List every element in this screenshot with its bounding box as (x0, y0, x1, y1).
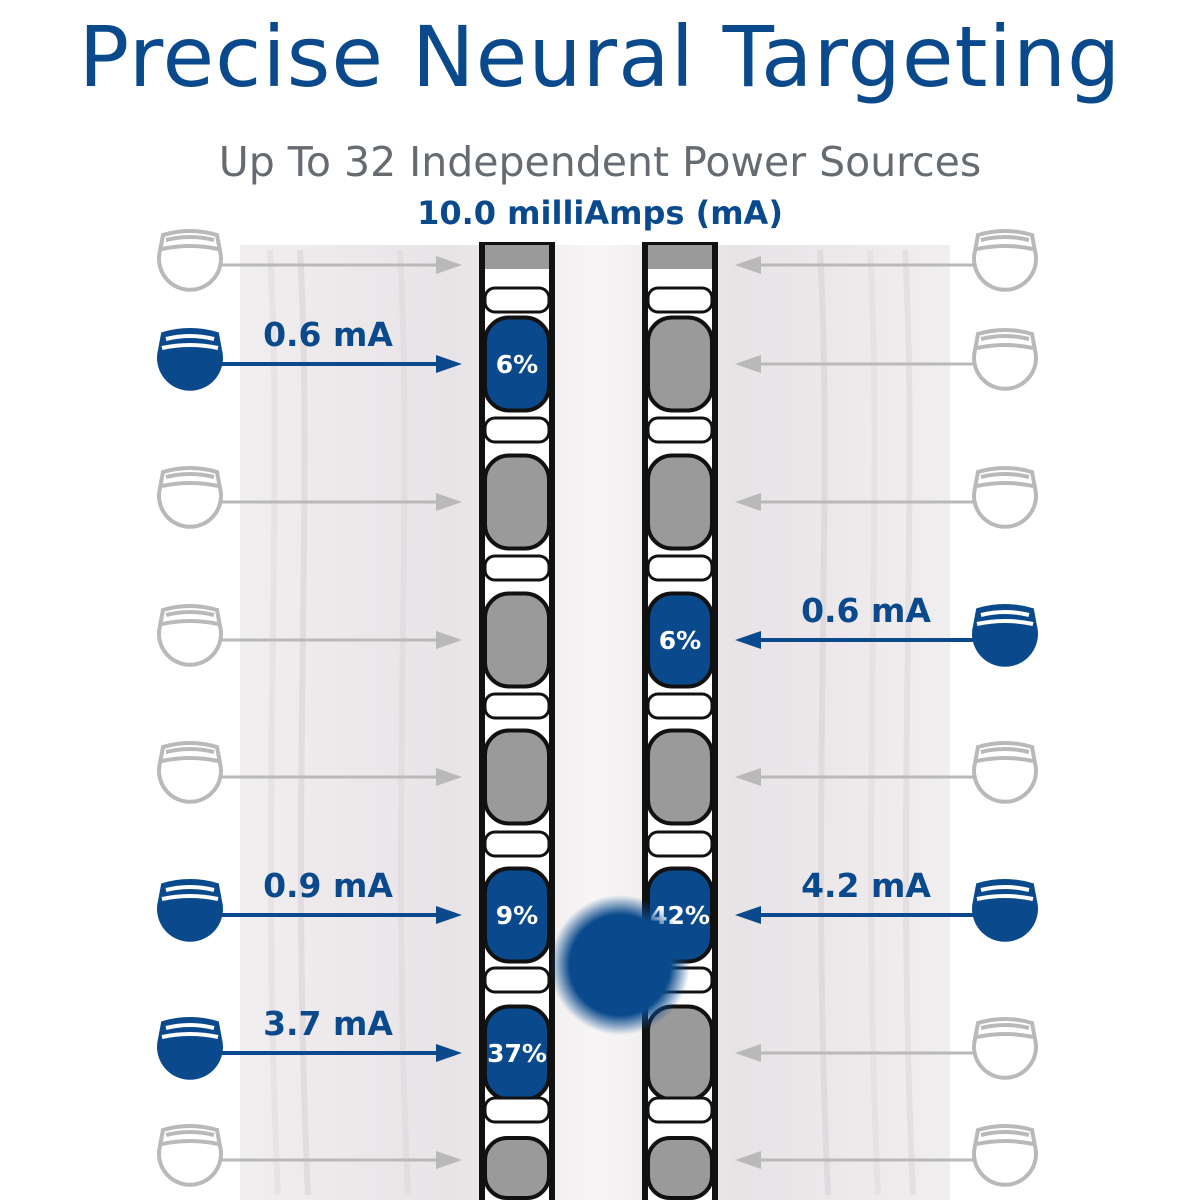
lead-spacer (646, 830, 714, 858)
total-current: 10.0 milliAmps (mA) (417, 194, 783, 232)
lead-contact (483, 1136, 551, 1200)
arrow-head (436, 493, 462, 511)
arrow-head (436, 768, 462, 786)
lead-spacer (483, 966, 551, 994)
arrow-head (735, 768, 761, 786)
lead-spacer (646, 1096, 714, 1124)
tissue-streak (867, 249, 881, 1196)
lead-contact (483, 453, 551, 551)
battery-source-icon-inactive (972, 1124, 1038, 1187)
battery-source-icon-inactive (157, 466, 223, 529)
arrow-head (735, 355, 761, 373)
lead-spacer (646, 286, 714, 314)
right-lead: 6%42% (642, 242, 718, 1200)
contact-percent: 6% (496, 350, 538, 379)
arrow-head (436, 1044, 462, 1062)
current-label: 0.6 mA (263, 315, 393, 354)
battery-source-icon-inactive (972, 741, 1038, 804)
arrow-head (436, 256, 462, 274)
battery-source-icon-inactive (972, 1017, 1038, 1080)
lead-spacer (483, 1096, 551, 1124)
current-label: 0.9 mA (263, 866, 393, 905)
page-title: Precise Neural Targeting (78, 8, 1122, 106)
contact-percent: 9% (496, 901, 538, 930)
stimulation-target-icon (550, 895, 690, 1035)
battery-source-icon-inactive (157, 229, 223, 292)
tissue-streak (902, 249, 916, 1196)
contact-percent: 6% (659, 626, 701, 655)
arrow-head (735, 1044, 761, 1062)
battery-source-icon-active (157, 1017, 223, 1080)
subtitle: Up To 32 Independent Power Sources (218, 138, 982, 186)
arrow-head (735, 906, 761, 924)
arrow-head (436, 906, 462, 924)
lead-spacer (483, 554, 551, 582)
lead-spacer (483, 830, 551, 858)
lead-spacer (646, 692, 714, 720)
battery-source-icon-inactive (972, 328, 1038, 391)
arrow-head (436, 1151, 462, 1169)
lead-contact (646, 453, 714, 551)
tissue-background (240, 245, 950, 1200)
current-label: 0.6 mA (801, 591, 931, 630)
lead-contact (646, 1136, 714, 1200)
lead-spacer (483, 286, 551, 314)
battery-source-icon-inactive (157, 741, 223, 804)
arrow-head (735, 631, 761, 649)
contact-percent: 37% (487, 1039, 547, 1068)
battery-source-icon-active (972, 604, 1038, 667)
battery-source-icon-inactive (157, 604, 223, 667)
lead-contact-active (483, 866, 551, 964)
arrow-head (735, 256, 761, 274)
lead-spacer (483, 416, 551, 444)
left-lead: 6% 9% 37% (479, 242, 555, 1200)
lead-contact (646, 315, 714, 413)
current-label: 3.7 mA (263, 1004, 393, 1043)
lead-spacer (483, 692, 551, 720)
lead-contact (646, 728, 714, 826)
current-label: 4.2 mA (801, 866, 931, 905)
lead-tip-segment (648, 245, 712, 269)
battery-source-icon-inactive (972, 229, 1038, 292)
arrow-head (735, 493, 761, 511)
battery-source-icon-active (157, 879, 223, 942)
lead-contact-active (483, 315, 551, 413)
lead-contact-active (646, 591, 714, 689)
lead-contact (483, 591, 551, 689)
arrow-head (436, 631, 462, 649)
lead-spacer (646, 554, 714, 582)
lead-spacer (646, 416, 714, 444)
arrow-head (735, 1151, 761, 1169)
lead-tip-segment (485, 245, 549, 269)
battery-source-icon-active (972, 879, 1038, 942)
battery-source-icon-inactive (972, 466, 1038, 529)
battery-source-icon-active (157, 328, 223, 391)
arrow-head (436, 355, 462, 373)
lead-contact (483, 728, 551, 826)
tissue-streak (817, 249, 831, 1196)
battery-source-icon-inactive (157, 1124, 223, 1187)
